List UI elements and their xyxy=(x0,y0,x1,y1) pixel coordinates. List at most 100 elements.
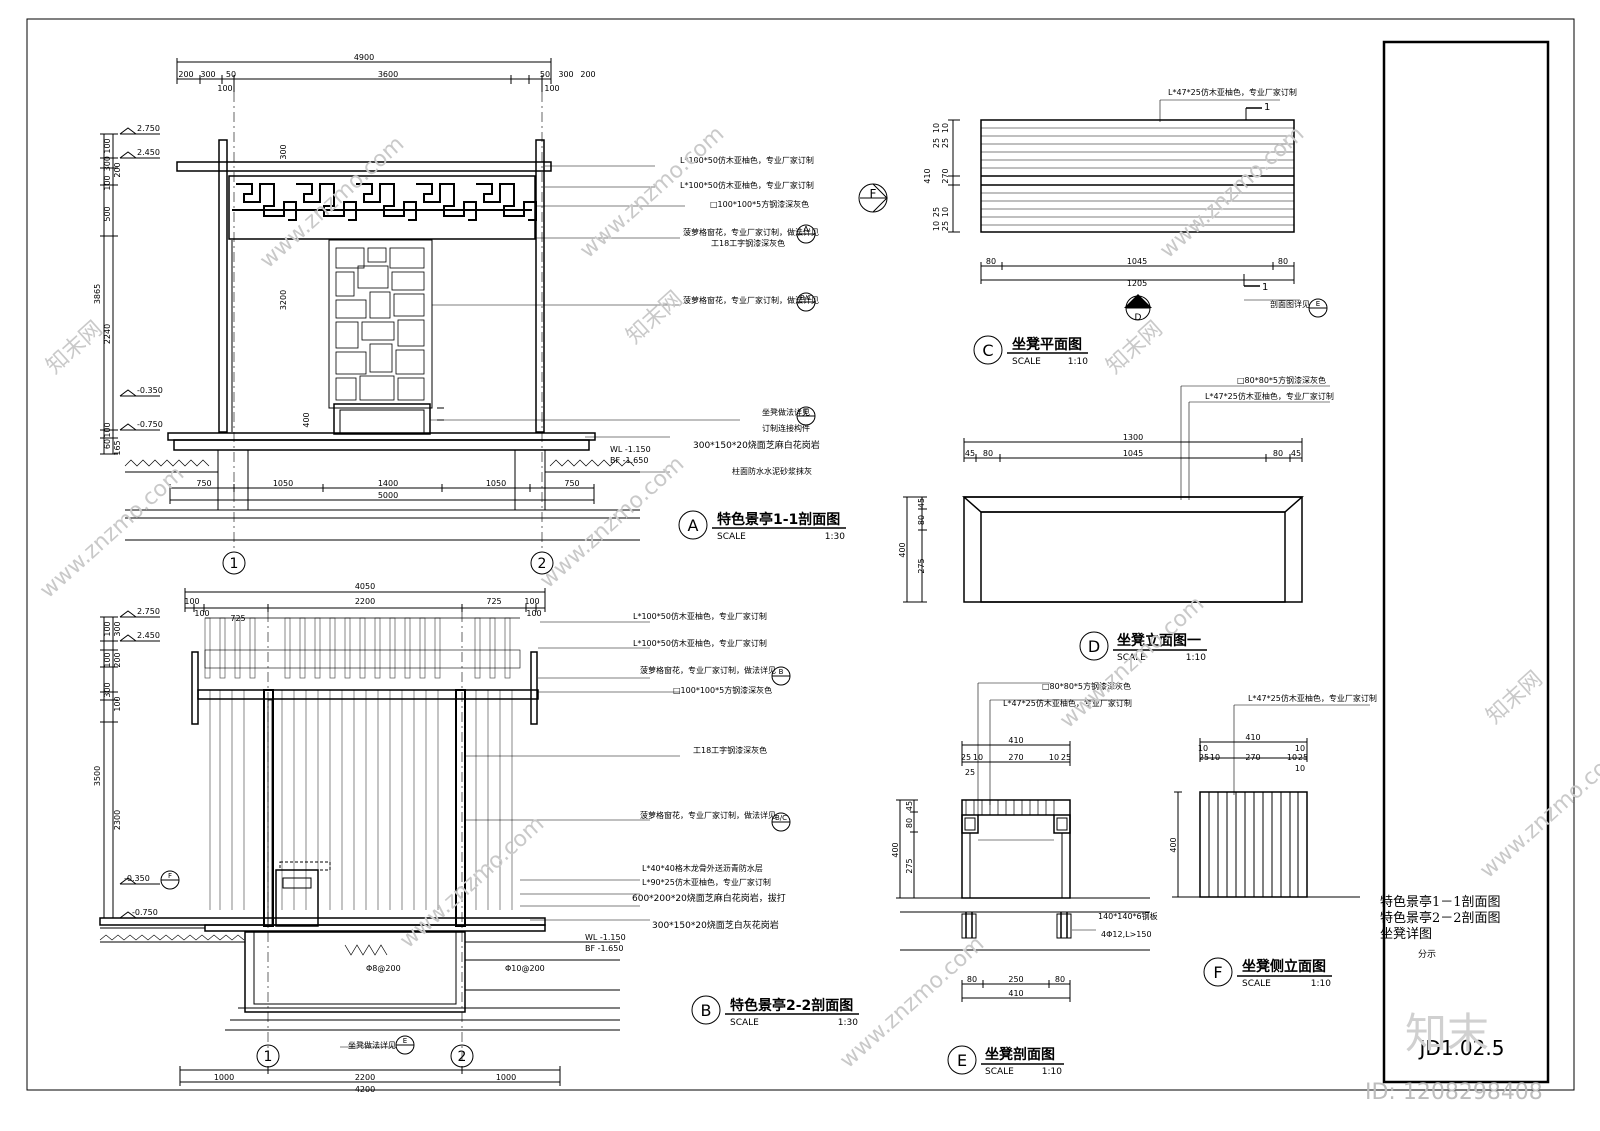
view-a-dim: 300 xyxy=(558,70,573,79)
view-c-dim: 25 xyxy=(932,138,941,148)
view-b-dim: 100 xyxy=(184,597,199,606)
title-block-line: 特色景亭2－2剖面图 xyxy=(1380,911,1501,926)
view-a-level: 2.450 xyxy=(137,148,160,157)
view-b-dim: 4200 xyxy=(355,1085,375,1094)
view-b-note: L*90*25仿木亚柚色，专业厂家订制 xyxy=(642,877,771,887)
view-a-dim: 750 xyxy=(564,479,579,488)
view-c-note: L*47*25仿木亚柚色，专业厂家订制 xyxy=(1168,87,1297,97)
view-a-note: 300*150*20烧面芝麻白花岗岩 xyxy=(693,439,820,451)
view-b-rebar: Φ10@200 xyxy=(505,964,545,973)
view-a-dim: 1400 xyxy=(378,479,398,488)
view-c-scale-label: SCALE xyxy=(1012,357,1041,367)
view-e-dim: 80 xyxy=(967,975,977,984)
view-d-dim: 80 xyxy=(917,515,926,525)
view-b-note: L*100*50仿木亚柚色，专业厂家订制 xyxy=(633,638,767,648)
view-a-dim: 300 xyxy=(103,156,112,171)
view-b-level: -0.750 xyxy=(132,908,158,917)
view-b-scale-label: SCALE xyxy=(730,1018,759,1028)
view-c-section-mark: 1 xyxy=(1264,102,1270,113)
view-b-callout: B xyxy=(779,668,784,676)
view-f-dim: 410 xyxy=(1245,733,1260,742)
view-a-dim: 100 xyxy=(103,138,112,153)
view-a-dim: 3200 xyxy=(279,290,288,310)
view-d-dim: 1300 xyxy=(1123,433,1143,442)
view-e-note: □80*80*5方钢漆深灰色 xyxy=(1042,681,1131,691)
view-e-dim: 270 xyxy=(1008,753,1023,762)
view-f-dim: 10 xyxy=(1295,744,1305,753)
view-a-texts: 4900 200 300 50 3600 50 300 200 100 100 … xyxy=(93,53,845,572)
view-a-scale: 1:30 xyxy=(825,532,845,542)
view-b-dim: 300 xyxy=(113,621,122,636)
view-f-scale-label: SCALE xyxy=(1242,979,1271,989)
view-a-note: 菠萝格窗花，专业厂家订制，做法详见 xyxy=(683,227,819,237)
view-b-dim: 100 xyxy=(194,609,209,618)
view-c-section-note: 剖面图详见 xyxy=(1270,299,1310,309)
view-d-scale: 1:10 xyxy=(1186,653,1206,663)
view-a-marker: A xyxy=(688,516,699,535)
view-d-dim: 45 xyxy=(965,449,975,458)
view-d-dim: 1045 xyxy=(1123,449,1143,458)
view-b-water-level: WL -1.150 xyxy=(585,933,626,942)
view-a-dim: 100 xyxy=(544,84,559,93)
view-a-dim: 300 xyxy=(279,144,288,159)
view-a-note: 坐凳做法详见 xyxy=(762,407,810,417)
view-a-dim: 100 xyxy=(103,175,112,190)
view-b-dim: 100 xyxy=(113,696,122,711)
view-c-dim: 270 xyxy=(941,168,950,183)
view-a-dim: 3600 xyxy=(378,70,398,79)
view-a-title: 特色景亭1-1剖面图 xyxy=(717,511,840,528)
view-b-dim: 2300 xyxy=(113,810,122,830)
view-f-dim: 25 xyxy=(1199,753,1209,762)
view-d-dim: 80 xyxy=(1273,449,1283,458)
view-e-title: 坐凳剖面图 xyxy=(985,1046,1055,1063)
view-a-note: 工18工字钢漆深灰色 xyxy=(711,238,785,248)
view-a-level: -0.750 xyxy=(137,420,163,429)
view-b-note: 600*200*20烧面芝麻白花岗岩，拔打 xyxy=(632,892,786,904)
view-b-level: -0.350 xyxy=(124,874,150,883)
view-c-dim: 25 xyxy=(932,207,941,217)
view-c-section-arrow-label: F xyxy=(870,187,877,201)
view-b-dim: 200 xyxy=(113,652,122,667)
view-d-note: □80*80*5方钢漆深灰色 xyxy=(1237,375,1326,385)
sheet-border xyxy=(26,18,1575,1091)
view-f-dim: 10 xyxy=(1198,744,1208,753)
view-d-title: 坐凳立面图一 xyxy=(1117,632,1201,649)
view-d-note: L*47*25仿木亚柚色，专业厂家订制 xyxy=(1205,391,1334,401)
view-a-dim: 1050 xyxy=(486,479,506,488)
view-b-dim: 100 xyxy=(526,609,541,618)
view-b-note: 300*150*20烧面芝白灰花岗岩 xyxy=(652,919,779,931)
view-a-note: 柱面防水水泥砂浆抹灰 xyxy=(732,466,812,476)
sheet-number: JD1.02.5 xyxy=(1418,1036,1505,1060)
view-f-texts: L*47*25仿木亚柚色，专业厂家订制 410 10 10 25 10 270 … xyxy=(1169,693,1377,989)
view-a-level: 2.750 xyxy=(137,124,160,133)
view-e-note: 140*140*6钢板 xyxy=(1098,911,1158,921)
view-a-callout: B/C xyxy=(800,294,812,302)
view-d-dim: 80 xyxy=(983,449,993,458)
view-c-title: 坐凳平面图 xyxy=(1012,336,1082,353)
view-b-dim: 1000 xyxy=(214,1073,234,1082)
view-d-elevation xyxy=(903,385,1330,661)
view-a-note: 订制连接构件 xyxy=(762,423,810,433)
view-a-dim: 60 xyxy=(103,439,112,449)
watermark-id: ID: 1208298408 xyxy=(1365,1080,1543,1105)
view-a-dim: 3865 xyxy=(93,284,102,304)
view-b-texts: 4050 100 100 725 2200 725 100 100 100 30… xyxy=(93,582,858,1094)
view-b-dim-total: 4050 xyxy=(355,582,375,591)
view-b-scale: 1:30 xyxy=(838,1018,858,1028)
view-a-water-level: WL -1.150 xyxy=(610,445,651,454)
view-a-dim: 2240 xyxy=(103,324,112,344)
view-b-dim: 2200 xyxy=(355,597,375,606)
view-c-texts: F L*47*25仿木亚柚色，专业厂家订制 1 1 10 10 25 25 41… xyxy=(870,87,1321,367)
view-b-callout: E xyxy=(403,1037,407,1045)
view-a-dim: 50 xyxy=(540,70,550,79)
view-b-bench-note: 坐凳做法详见 xyxy=(348,1040,396,1050)
view-c-dim: 10 xyxy=(932,221,941,231)
view-b-title: 特色景亭2-2剖面图 xyxy=(730,997,853,1014)
view-e-note: 4Φ12,L>150 xyxy=(1101,930,1152,939)
view-e-scale-label: SCALE xyxy=(985,1067,1014,1077)
view-f-dim: 10 xyxy=(1210,753,1220,762)
view-a-axis-1: 1 xyxy=(230,556,239,572)
view-b-note: L*100*50仿木亚柚色，专业厂家订制 xyxy=(633,611,767,621)
view-e-dim: 250 xyxy=(1008,975,1023,984)
